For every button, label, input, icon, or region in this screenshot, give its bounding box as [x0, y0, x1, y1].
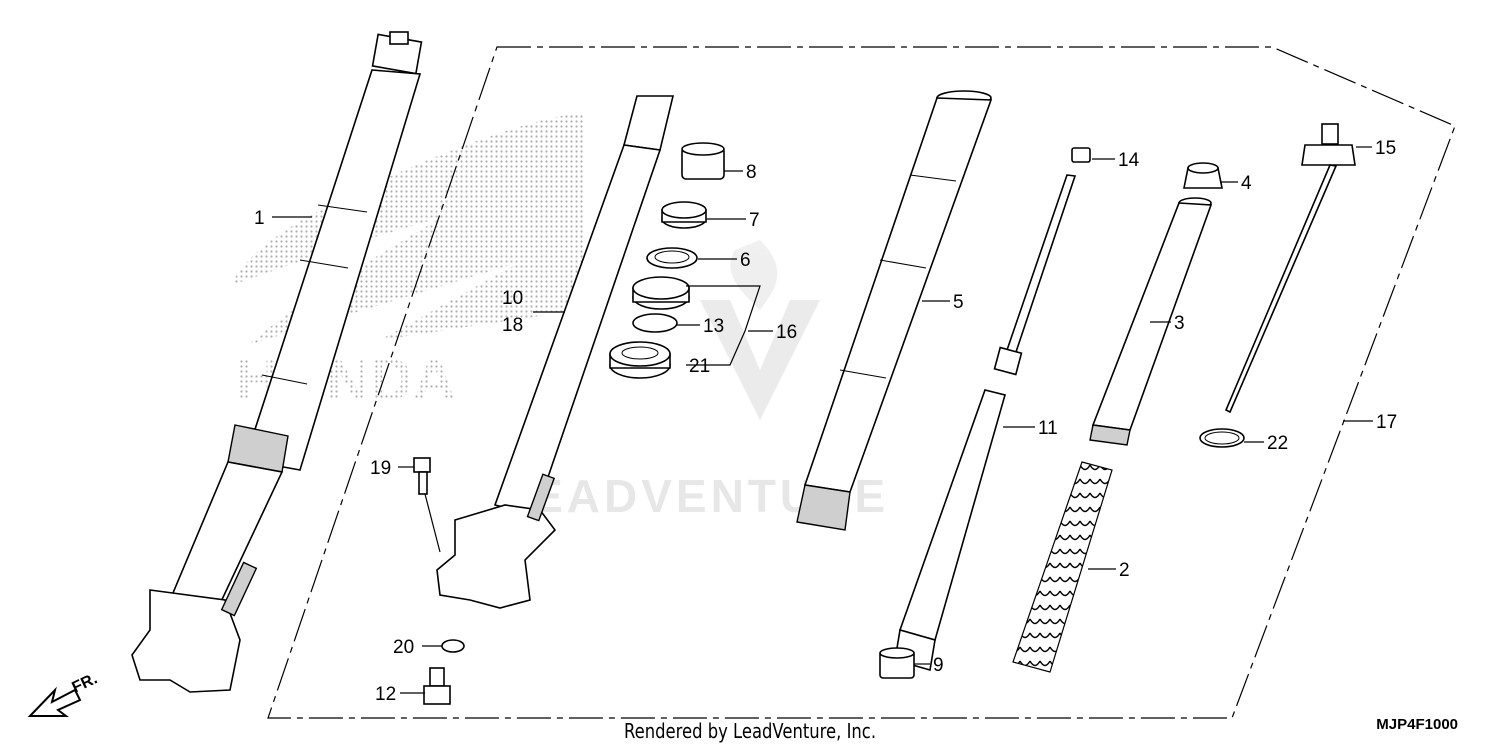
bushing-part-7 — [661, 201, 707, 229]
fork-assembly-part-1 — [131, 31, 423, 693]
direction-label: FR. — [70, 670, 101, 696]
callout-4: 4 — [1241, 173, 1252, 194]
callout-12: 12 — [375, 684, 396, 705]
callout-3: 3 — [1174, 313, 1185, 334]
diagram-code: MJP4F1000 — [1376, 716, 1458, 733]
callout-22: 22 — [1267, 433, 1288, 454]
spacer-tube-part-3 — [1089, 197, 1213, 446]
snap-ring-part-13 — [632, 313, 678, 333]
fork-spring-part-2 — [1012, 461, 1113, 673]
callout-labels: 1 2 3 4 5 6 7 8 9 10 18 11 12 13 14 15 1… — [254, 138, 1397, 705]
cap-part-4 — [1183, 162, 1223, 189]
callout-6: 6 — [740, 250, 751, 271]
oil-seal-part-16 — [632, 276, 690, 310]
callout-11: 11 — [1038, 418, 1058, 439]
leader-lines — [272, 146, 1373, 694]
washer-part-6 — [646, 247, 698, 269]
o-ring-part-22 — [1199, 428, 1245, 448]
callout-10: 10 — [502, 288, 523, 309]
bushing-part-8 — [681, 142, 725, 180]
damper-cartridge-part-11 — [894, 174, 1077, 672]
front-direction-arrow: FR. — [27, 670, 101, 717]
dust-seal-part-21 — [609, 341, 671, 379]
assembly-boundary — [267, 46, 1456, 719]
outer-tube-part-5 — [796, 90, 993, 531]
callout-9: 9 — [933, 655, 944, 676]
callout-5: 5 — [953, 292, 964, 313]
callout-1: 1 — [254, 208, 265, 229]
callout-8: 8 — [746, 162, 757, 183]
callout-18: 18 — [502, 315, 523, 336]
callout-20: 20 — [393, 637, 414, 658]
callout-13: 13 — [703, 316, 724, 337]
callout-14: 14 — [1118, 150, 1140, 171]
nut-part-14 — [1071, 147, 1091, 163]
callout-7: 7 — [749, 210, 760, 231]
bushing-part-9 — [879, 647, 915, 679]
bolt-part-12 — [423, 667, 451, 705]
washer-part-20 — [441, 639, 465, 653]
callout-17: 17 — [1376, 412, 1397, 433]
callout-21: 21 — [689, 356, 710, 377]
fork-cap-part-15 — [1224, 123, 1356, 414]
outer-tube-part-10-18 — [436, 95, 675, 609]
callout-15: 15 — [1375, 138, 1396, 159]
bolt-part-19 — [413, 457, 431, 495]
callout-16: 16 — [776, 322, 797, 343]
callout-19: 19 — [370, 458, 391, 479]
footer-credit: Rendered by LeadVenture, Inc. — [623, 719, 877, 743]
callout-2: 2 — [1119, 560, 1130, 581]
